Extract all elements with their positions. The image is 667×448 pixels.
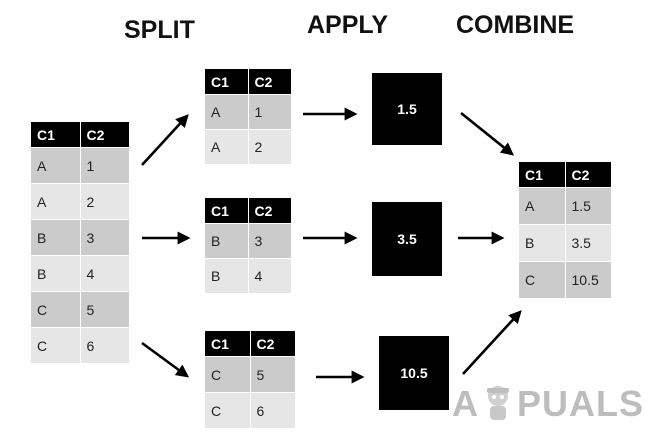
group-table-b: C1 C2 B 3 B 4	[204, 197, 292, 294]
column-header-c1: C1	[204, 330, 251, 357]
table-cell: 3	[247, 223, 292, 259]
table-row: C 10.5	[518, 261, 612, 299]
table-cell: A	[30, 183, 81, 220]
table-row: A 2	[204, 129, 292, 165]
combine-arrow-1	[460, 111, 515, 156]
table-row: A 1	[30, 147, 130, 184]
table-header-row: C1 C2	[204, 68, 292, 95]
table-header-row: C1 C2	[518, 161, 612, 188]
group-table-c: C1 C2 C 5 C 6	[204, 330, 296, 429]
watermark-text-left: A	[452, 383, 479, 424]
table-cell: A	[518, 187, 566, 225]
table-cell: C	[518, 261, 566, 299]
combine-arrow-3	[462, 310, 522, 375]
table-cell: B	[204, 223, 249, 259]
table-cell: 3	[79, 219, 130, 256]
source-table: C1 C2 A 1 A 2 B 3 B 4 C 5 C 6	[30, 121, 130, 364]
table-cell: 6	[249, 392, 296, 429]
apply-result-box-3: 10.5	[379, 336, 449, 410]
table-cell: 6	[79, 327, 130, 364]
combine-title: COMBINE	[456, 11, 575, 39]
apply-result-value: 3.5	[397, 231, 417, 247]
table-cell: B	[518, 224, 566, 262]
table-cell: 2	[79, 183, 130, 220]
column-header-c1: C1	[204, 197, 249, 224]
apply-result-value: 10.5	[400, 365, 428, 381]
table-row: B 3	[30, 219, 130, 256]
table-cell: 1	[79, 147, 130, 184]
table-cell: 5	[79, 291, 130, 328]
table-cell: A	[204, 129, 249, 165]
table-cell: 10.5	[564, 261, 612, 299]
table-row: A 1.5	[518, 187, 612, 225]
column-header-c2: C2	[249, 330, 296, 357]
column-header-c2: C2	[247, 197, 292, 224]
table-header-row: C1 C2	[204, 197, 292, 224]
table-row: C 6	[30, 327, 130, 364]
split-arrow-up	[141, 114, 189, 166]
combined-table: C1 C2 A 1.5 B 3.5 C 10.5	[518, 161, 612, 299]
table-row: B 3.5	[518, 224, 612, 262]
table-cell: C	[204, 356, 251, 393]
table-cell: B	[30, 219, 81, 256]
table-cell: 1.5	[564, 187, 612, 225]
table-cell: 2	[247, 129, 292, 165]
table-cell: 3.5	[564, 224, 612, 262]
table-row: B 3	[204, 223, 292, 259]
table-cell: 4	[79, 255, 130, 292]
split-arrow-down	[141, 341, 190, 378]
apply-result-box-2: 3.5	[372, 202, 442, 276]
table-cell: B	[204, 258, 249, 294]
apply-result-value: 1.5	[397, 101, 417, 117]
column-header-c2: C2	[564, 161, 612, 188]
apply-result-box-1: 1.5	[372, 73, 442, 145]
watermark-text-right: PUALS	[517, 383, 645, 424]
table-cell: C	[30, 291, 81, 328]
group-table-a: C1 C2 A 1 A 2	[204, 68, 292, 165]
apply-title: APPLY	[307, 11, 389, 39]
mascot-icon	[481, 382, 515, 422]
column-header-c2: C2	[247, 68, 292, 95]
table-row: C 5	[30, 291, 130, 328]
split-title: SPLIT	[124, 16, 195, 44]
table-cell: C	[30, 327, 81, 364]
table-header-row: C1 C2	[30, 121, 130, 148]
table-row: C 6	[204, 392, 296, 429]
appuals-watermark: A PUALS	[452, 382, 644, 425]
table-row: A 2	[30, 183, 130, 220]
table-header-row: C1 C2	[204, 330, 296, 357]
column-header-c1: C1	[518, 161, 566, 188]
table-row: B 4	[204, 258, 292, 294]
table-cell: 4	[247, 258, 292, 294]
